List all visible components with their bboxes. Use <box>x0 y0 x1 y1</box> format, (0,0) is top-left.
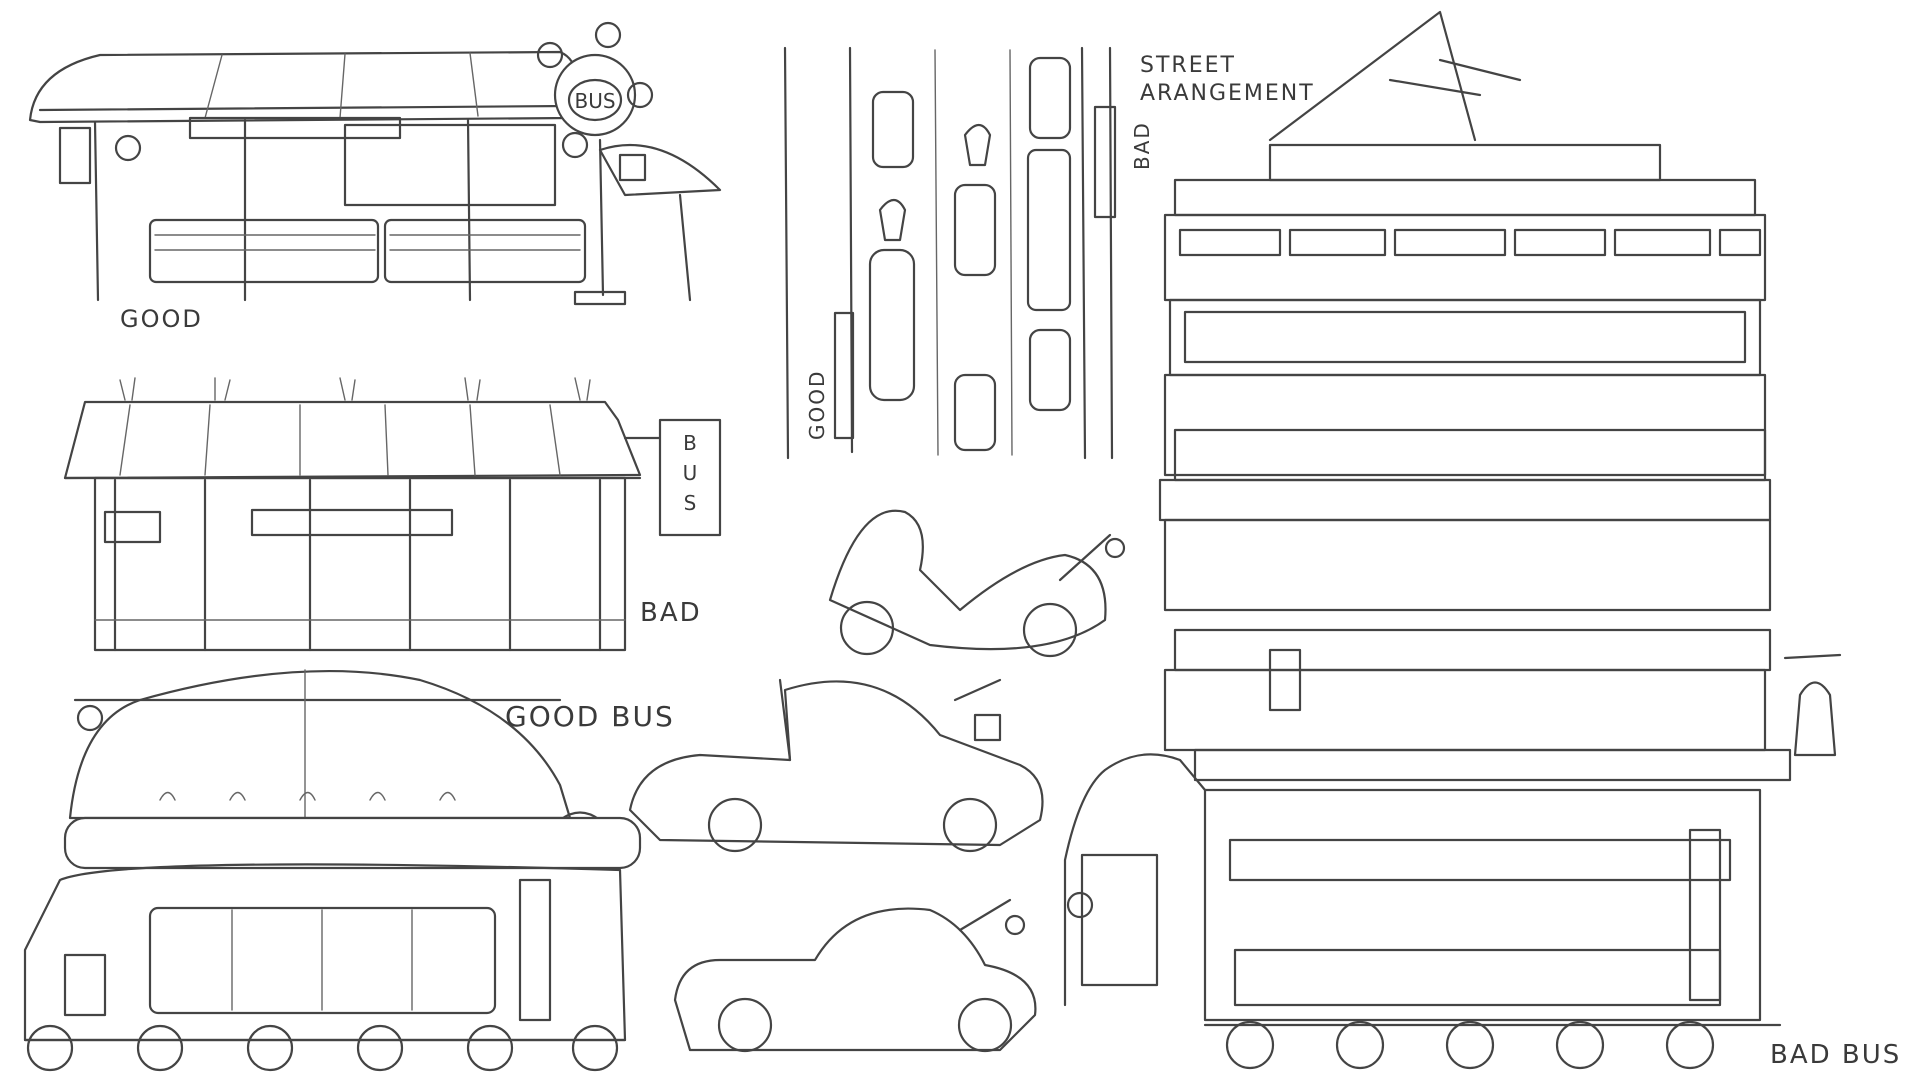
car-bottom <box>673 898 1037 1053</box>
bad-bus <box>1063 10 1842 1070</box>
bad-bus-label: BAD BUS <box>1770 1040 1902 1070</box>
street-arrangement <box>783 46 1117 460</box>
good-bus <box>23 669 642 1072</box>
street-bad-label: BAD <box>1130 121 1154 170</box>
stop-bad-label: BAD <box>640 598 702 628</box>
good-bus-label: GOOD BUS <box>505 700 675 733</box>
bus-stop-bad: B U S <box>63 377 722 652</box>
street-arrangement-label: STREET ARANGEMENT <box>1140 53 1315 106</box>
street-good-label: GOOD <box>805 369 829 440</box>
vertical-sign-letter-s: S <box>684 491 697 515</box>
stop-good-label: GOOD <box>120 305 203 333</box>
scooter <box>828 509 1126 658</box>
vertical-sign-letter-u: U <box>683 461 698 485</box>
bus-stop-good: BUS <box>28 21 722 306</box>
car-middle <box>628 678 1044 853</box>
round-bus-sign-text: BUS <box>574 89 615 113</box>
vertical-sign-letter-b: B <box>683 431 697 455</box>
